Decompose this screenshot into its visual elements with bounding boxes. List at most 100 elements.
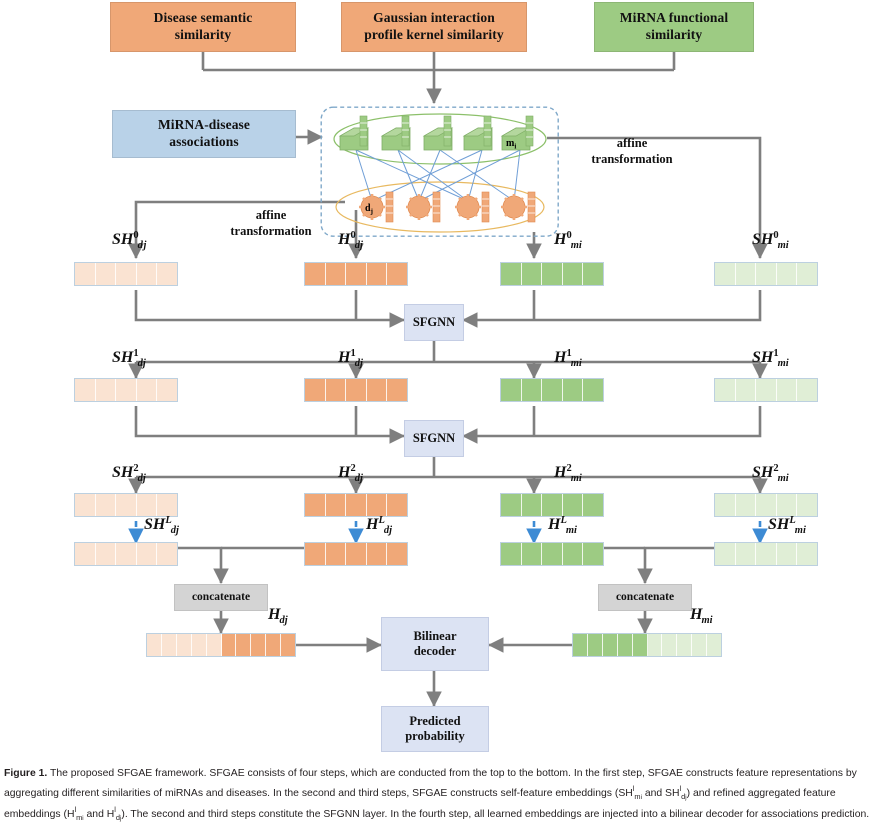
bipartite-graph-panel: mi bbox=[320, 106, 559, 237]
label-sh-dj-1: SH1dj bbox=[112, 348, 147, 369]
sub: dj bbox=[137, 473, 146, 484]
disease-node-dj bbox=[359, 194, 385, 220]
disease-node bbox=[501, 194, 527, 220]
line1: affine bbox=[616, 136, 648, 150]
label-h-mi-L: HLmi bbox=[548, 515, 578, 536]
sub: mi bbox=[565, 525, 577, 536]
bar-sh-mi-L[interactable] bbox=[714, 542, 818, 566]
sup: 0 bbox=[133, 230, 139, 241]
sub: mi bbox=[777, 358, 789, 369]
bar-h-dj-0[interactable] bbox=[304, 262, 408, 286]
bar-sh-mi-2[interactable] bbox=[714, 493, 818, 517]
affine-transformation-right: affine transformation bbox=[562, 136, 702, 167]
disease-nodes bbox=[359, 194, 527, 220]
label-h-dj-2: H2dj bbox=[338, 463, 364, 484]
bar-h-dj-final[interactable] bbox=[146, 633, 296, 657]
sub: dj bbox=[383, 525, 393, 536]
base: H bbox=[554, 231, 567, 248]
bar-sh-dj-2[interactable] bbox=[74, 493, 178, 517]
box-label: MiRNA-disease associations bbox=[158, 117, 250, 151]
sup: 1 bbox=[133, 348, 139, 359]
line2: decoder bbox=[413, 644, 457, 658]
mirna-nodes bbox=[338, 127, 532, 151]
bar-sh-dj-0[interactable] bbox=[74, 262, 178, 286]
bar-h-mi-0[interactable] bbox=[500, 262, 604, 286]
concatenate-box-disease[interactable]: concatenate bbox=[174, 584, 268, 611]
line2: probability bbox=[405, 729, 465, 743]
line2: similarity bbox=[174, 27, 232, 42]
disease-node-label: dj bbox=[365, 203, 373, 215]
bar-h-mi-L[interactable] bbox=[500, 542, 604, 566]
figure-number: Figure 1. bbox=[4, 768, 48, 779]
bar-sh-dj-L[interactable] bbox=[74, 542, 178, 566]
sup: 2 bbox=[566, 463, 572, 474]
mirna-node-label: mi bbox=[506, 138, 516, 150]
box-gaussian-interaction-profile-kernel-similarity[interactable]: Gaussian interaction profile kernel simi… bbox=[341, 2, 527, 52]
box-disease-semantic-similarity[interactable]: Disease semantic similarity bbox=[110, 2, 296, 52]
label-sh-mi-1: SH1mi bbox=[752, 348, 790, 369]
affine-transformation-left: affine transformation bbox=[196, 208, 346, 239]
graph-outer-border bbox=[320, 106, 559, 237]
line1: Gaussian interaction bbox=[373, 10, 495, 26]
sfgnn-box-1[interactable]: SFGNN bbox=[404, 304, 464, 341]
bar-h-mi-1[interactable] bbox=[500, 378, 604, 402]
line1: MiRNA-disease bbox=[157, 117, 251, 133]
disease-node bbox=[455, 194, 481, 220]
sub: mi bbox=[794, 525, 806, 536]
sup: 1 bbox=[773, 348, 779, 359]
sup: 2 bbox=[133, 463, 139, 474]
bar-h-mi-2[interactable] bbox=[500, 493, 604, 517]
base: H bbox=[338, 349, 351, 366]
bilinear-decoder-box[interactable]: Bilinear decoder bbox=[381, 617, 489, 671]
graph-edges bbox=[355, 149, 521, 202]
box-label: Predicted probability bbox=[405, 714, 465, 744]
bar-h-mi-final[interactable] bbox=[572, 633, 722, 657]
sub: mi bbox=[570, 473, 582, 484]
label-sh-mi-L: SHLmi bbox=[768, 515, 807, 536]
sub: dj bbox=[170, 525, 179, 536]
line2: profile kernel similarity bbox=[364, 27, 504, 42]
bar-h-dj-1[interactable] bbox=[304, 378, 408, 402]
predicted-probability-box[interactable]: Predicted probability bbox=[381, 706, 489, 752]
sub: mi bbox=[570, 240, 582, 251]
box-label: Bilinear decoder bbox=[413, 629, 456, 659]
sup: 0 bbox=[773, 230, 779, 241]
bar-sh-mi-1[interactable] bbox=[714, 378, 818, 402]
label-h-dj-L: HLdj bbox=[366, 515, 393, 536]
concatenate-label: concatenate bbox=[615, 590, 675, 603]
base: SH bbox=[112, 464, 134, 481]
bar-sh-dj-1[interactable] bbox=[74, 378, 178, 402]
base: H bbox=[268, 606, 281, 623]
box-label: MiRNA functional similarity bbox=[620, 10, 728, 44]
concatenate-box-mirna[interactable]: concatenate bbox=[598, 584, 692, 611]
base: H bbox=[338, 464, 351, 481]
bar-sh-mi-0[interactable] bbox=[714, 262, 818, 286]
sfgnn-box-2[interactable]: SFGNN bbox=[404, 420, 464, 457]
bar-h-dj-L[interactable] bbox=[304, 542, 408, 566]
label-sh-dj-0: SH0d j bbox=[112, 230, 147, 251]
sup: L bbox=[560, 515, 567, 526]
base: H bbox=[366, 516, 379, 533]
sfgnn-label: SFGNN bbox=[412, 431, 456, 445]
sup: 2 bbox=[773, 463, 779, 474]
mirna-layer-ellipse bbox=[333, 113, 547, 165]
line2: similarity bbox=[645, 27, 703, 42]
sup: 0 bbox=[566, 230, 572, 241]
line2: associations bbox=[169, 134, 239, 149]
sfgnn-label: SFGNN bbox=[412, 315, 456, 329]
concatenate-label: concatenate bbox=[191, 590, 251, 603]
sup: 1 bbox=[350, 348, 356, 359]
line2: transformation bbox=[230, 223, 312, 238]
sub: d j bbox=[137, 240, 147, 251]
disease-layer-ellipse bbox=[335, 181, 545, 233]
sup: L bbox=[165, 515, 172, 526]
sub: dj bbox=[137, 358, 146, 369]
base: H bbox=[548, 516, 561, 533]
label-h-mi-final: Hmi bbox=[690, 607, 714, 626]
box-mirna-functional-similarity[interactable]: MiRNA functional similarity bbox=[594, 2, 754, 52]
base: H bbox=[554, 464, 567, 481]
box-mirna-disease-associations[interactable]: MiRNA-disease associations bbox=[112, 110, 296, 158]
bar-h-dj-2[interactable] bbox=[304, 493, 408, 517]
sub: dj bbox=[354, 358, 363, 369]
caption-part-1: The proposed SFGAE framework. SFGAE cons… bbox=[4, 768, 857, 799]
